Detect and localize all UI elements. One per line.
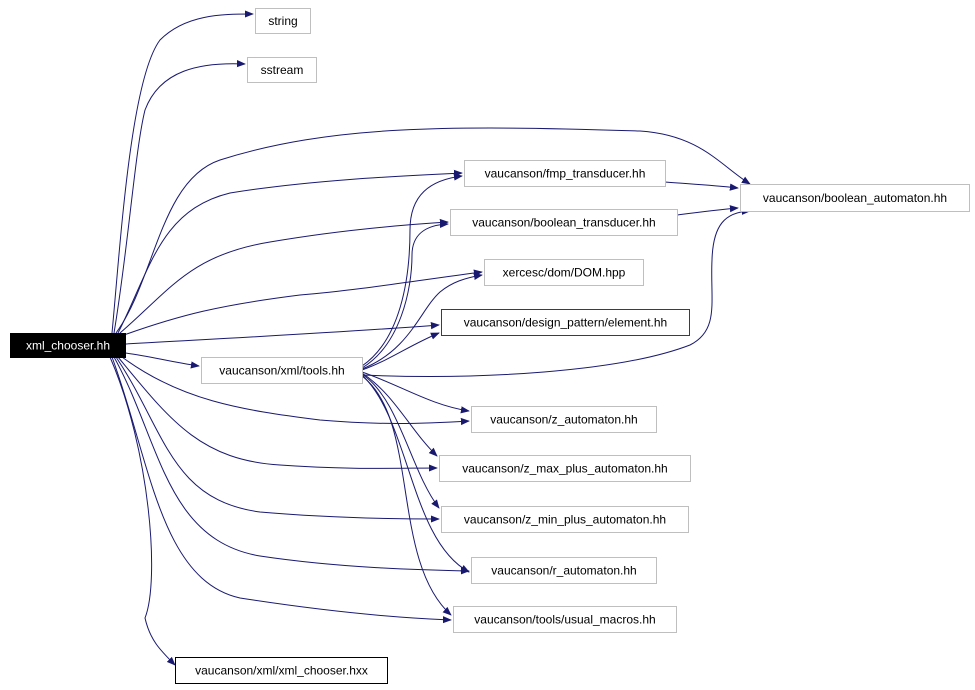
edge-root-to-rauto	[113, 356, 470, 575]
node-box	[201, 357, 363, 384]
edge-root-to-zauto	[121, 356, 470, 426]
edge-fmp-to-boolauto	[664, 181, 739, 191]
node-label: vaucanson/z_automaton.hh	[490, 413, 637, 427]
node-string[interactable]: string	[255, 8, 311, 34]
edge-root-to-tools	[124, 352, 200, 369]
node-box	[247, 57, 317, 83]
node-label: vaucanson/z_min_plus_automaton.hh	[464, 513, 666, 527]
node-box	[439, 455, 691, 482]
node-booltrans[interactable]: vaucanson/boolean_transducer.hh	[450, 209, 678, 236]
node-label: vaucanson/xml/xml_chooser.hxx	[195, 664, 368, 678]
node-zauto[interactable]: vaucanson/z_automaton.hh	[471, 406, 657, 433]
edge-tools-to-booltrans	[361, 220, 449, 369]
node-label: vaucanson/r_automaton.hh	[491, 564, 636, 578]
edge-booltrans-to-boolauto	[676, 205, 739, 216]
edge-tools-to-element	[361, 332, 440, 371]
node-box	[175, 657, 388, 684]
edge-root-to-element	[124, 322, 440, 345]
edge-root-to-hxx	[109, 356, 176, 666]
edge-tools-to-macros	[361, 375, 452, 616]
node-label: xercesc/dom/DOM.hpp	[503, 266, 626, 280]
node-box	[740, 184, 970, 212]
node-zmax[interactable]: vaucanson/z_max_plus_automaton.hh	[439, 455, 691, 482]
node-hxx[interactable]: vaucanson/xml/xml_chooser.hxx	[175, 657, 388, 684]
node-root[interactable]: xml_chooser.hh	[10, 333, 126, 358]
node-xerces[interactable]: xercesc/dom/DOM.hpp	[484, 259, 644, 286]
node-label: sstream	[261, 63, 304, 77]
node-macros[interactable]: vaucanson/tools/usual_macros.hh	[453, 606, 677, 633]
edge-root-to-macros	[111, 356, 452, 624]
edge-root-to-sstream	[113, 60, 246, 334]
node-label: vaucanson/boolean_automaton.hh	[763, 191, 947, 205]
node-box	[453, 606, 677, 633]
node-box	[10, 333, 126, 358]
node-box	[450, 209, 678, 236]
node-label: string	[268, 14, 297, 28]
node-box	[441, 506, 689, 533]
node-label: vaucanson/xml/tools.hh	[219, 364, 344, 378]
edge-tools-to-zmax	[361, 372, 438, 457]
node-label: vaucanson/design_pattern/element.hh	[464, 316, 667, 330]
node-box	[484, 259, 644, 286]
edge-root-to-zmax	[117, 356, 438, 472]
node-box	[255, 8, 311, 34]
node-box	[471, 557, 657, 584]
edge-tools-to-boolauto	[361, 207, 751, 377]
edge-tools-to-fmp	[361, 173, 463, 367]
edges-layer	[109, 10, 751, 666]
node-rauto[interactable]: vaucanson/r_automaton.hh	[471, 557, 657, 584]
edge-root-to-xerces	[123, 269, 483, 336]
edge-root-to-booltrans	[119, 218, 449, 334]
edge-root-to-boolauto	[115, 127, 751, 334]
edge-root-to-zmin	[115, 356, 440, 523]
edge-tools-to-rauto	[361, 374, 470, 573]
node-fmp[interactable]: vaucanson/fmp_transducer.hh	[464, 160, 666, 187]
node-sstream[interactable]: sstream	[247, 57, 317, 83]
node-label: vaucanson/fmp_transducer.hh	[485, 167, 646, 181]
node-label: vaucanson/boolean_transducer.hh	[472, 216, 655, 230]
edge-root-to-fmp	[117, 169, 463, 334]
edge-tools-to-zmin	[361, 373, 440, 509]
node-label: vaucanson/z_max_plus_automaton.hh	[462, 462, 667, 476]
nodes-layer: xml_chooser.hh string sstream vaucanson/fmp…	[10, 8, 970, 684]
edge-tools-to-zauto	[361, 371, 470, 414]
node-element[interactable]: vaucanson/design_pattern/element.hh	[441, 309, 690, 336]
edge-tools-to-xerces	[361, 272, 483, 370]
node-tools[interactable]: vaucanson/xml/tools.hh	[201, 357, 363, 384]
node-box	[471, 406, 657, 433]
node-zmin[interactable]: vaucanson/z_min_plus_automaton.hh	[441, 506, 689, 533]
node-boolauto[interactable]: vaucanson/boolean_automaton.hh	[740, 184, 970, 212]
node-box	[464, 160, 666, 187]
node-box	[441, 309, 690, 336]
node-label: xml_chooser.hh	[26, 339, 110, 353]
node-label: vaucanson/tools/usual_macros.hh	[474, 613, 655, 627]
edge-root-to-string	[111, 10, 254, 334]
